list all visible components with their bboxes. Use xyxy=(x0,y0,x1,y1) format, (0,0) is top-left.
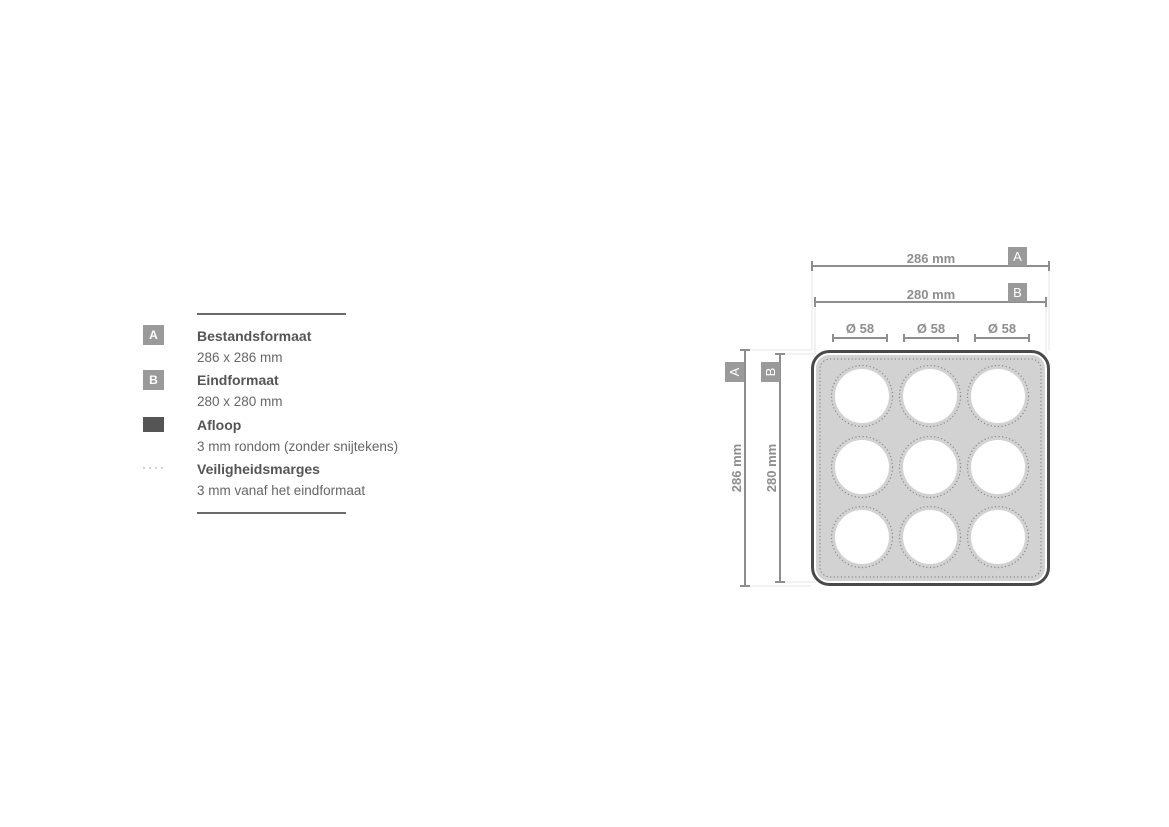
holes-grid xyxy=(830,364,1030,569)
badge-b-top xyxy=(1008,283,1027,302)
badge-b-top-text: B xyxy=(1013,285,1022,300)
badge-a-top-text: A xyxy=(1013,249,1022,264)
extension-lines xyxy=(741,262,1050,587)
coaster-hole xyxy=(903,440,957,494)
badge-a-top xyxy=(1008,247,1027,266)
badge-a-side-text: A xyxy=(727,367,742,376)
legend-badge-b: B xyxy=(143,370,164,390)
hole-diameter-label: Ø 58 xyxy=(917,321,945,336)
legend-bottom-rule xyxy=(197,512,346,514)
coaster-hole xyxy=(835,440,889,494)
hole-safety-ring xyxy=(830,505,894,569)
legend-title-file-format: Bestandsformaat xyxy=(197,328,312,344)
hole-safety-ring xyxy=(966,435,1030,499)
badge-a-side xyxy=(725,362,744,382)
legend-desc-safety-margin: 3 mm vanaf het eindformaat xyxy=(197,483,366,498)
hole-safety-ring xyxy=(830,364,894,428)
legend-title-safety-margin: Veiligheidsmarges xyxy=(197,461,320,477)
width-file-label: 286 mm xyxy=(907,251,955,266)
coaster-hole xyxy=(835,510,889,564)
hole-safety-ring xyxy=(830,435,894,499)
height-final-label: 280 mm xyxy=(764,444,779,492)
hole-safety-ring xyxy=(966,505,1030,569)
legend-dotted-line-icon: ···· xyxy=(142,460,166,474)
coaster-hole xyxy=(971,440,1025,494)
hole-diameter-label: Ø 58 xyxy=(846,321,874,336)
legend-badge-a: A xyxy=(143,325,164,345)
hole-diameter-label: Ø 58 xyxy=(988,321,1016,336)
legend-title-bleed: Afloop xyxy=(197,417,242,433)
legend-desc-bleed: 3 mm rondom (zonder snijtekens) xyxy=(197,439,399,454)
hole-safety-ring xyxy=(898,505,962,569)
coaster-hole xyxy=(971,510,1025,564)
badge-b-side xyxy=(761,362,780,382)
legend-top-rule xyxy=(197,313,346,315)
coaster-hole xyxy=(971,369,1025,423)
safety-margin-outline xyxy=(819,358,1042,578)
legend-desc-file-format: 286 x 286 mm xyxy=(197,350,283,365)
hole-safety-ring xyxy=(966,364,1030,428)
coaster-hole xyxy=(903,369,957,423)
coaster-hole xyxy=(835,369,889,423)
hole-safety-ring xyxy=(898,364,962,428)
hole-safety-ring xyxy=(898,435,962,499)
legend-title-final-format: Eindformaat xyxy=(197,372,279,388)
coaster-hole xyxy=(903,510,957,564)
badge-b-side-text: B xyxy=(763,368,778,377)
height-file-label: 286 mm xyxy=(729,444,744,492)
legend-bleed-swatch xyxy=(143,417,164,432)
width-final-label: 280 mm xyxy=(907,287,955,302)
legend-desc-final-format: 280 x 280 mm xyxy=(197,394,283,409)
